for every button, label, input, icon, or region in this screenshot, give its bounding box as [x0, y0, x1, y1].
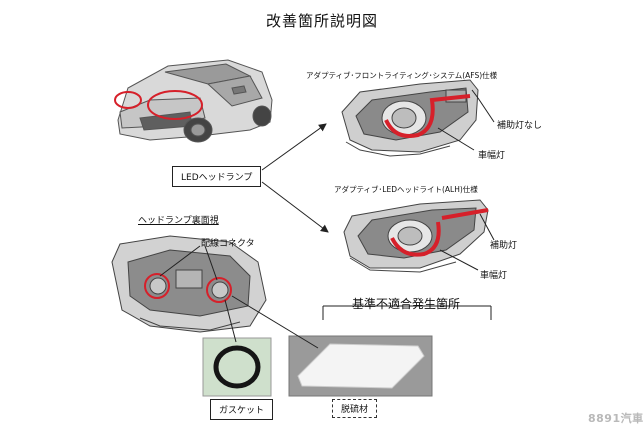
afs-spec-label: アダプティブ･フロントライティング･システム(AFS)仕様 [306, 71, 498, 80]
desiccant-material [297, 343, 425, 389]
leader-no-aux-light [471, 89, 479, 99]
rear-connector-highlight-right [206, 277, 232, 303]
defect-location-label: 基準不適合発生箇所 [352, 297, 461, 311]
width-light-label-afs: 車幅灯 [478, 151, 506, 161]
leader-desiccant [231, 295, 319, 349]
alh-headlamp-drawing [343, 199, 489, 273]
leader-wiring-connector-2 [204, 245, 218, 281]
rear-view-label: ヘッドランプ裏面視 [138, 216, 219, 226]
car-headlight-highlight-right [147, 90, 203, 120]
rear-connector-highlight-left [144, 273, 170, 299]
arrow-to-afs [261, 123, 327, 171]
alh-spec-label: アダプティブ･LEDヘッドライト(ALH)仕様 [334, 185, 478, 194]
desiccant-label: 脱硫材 [332, 399, 378, 418]
wiring-connector-label: 配線コネクタ [201, 239, 255, 249]
rear-headlamp-drawing [111, 235, 267, 333]
leader-no-aux-light-2 [477, 97, 495, 123]
alh-width-light-highlight [390, 221, 441, 257]
car-headlight-highlight-left [114, 91, 142, 109]
car-illustration [117, 59, 273, 143]
leader-gasket [224, 299, 237, 343]
gasket-label: ガスケット [210, 399, 274, 420]
led-headlamp-box: LEDヘッドランプ [172, 166, 262, 187]
afs-width-light-highlight [384, 94, 471, 138]
arrow-to-alh [261, 181, 329, 233]
aux-light-label: 補助灯 [490, 241, 518, 251]
leader-wiring-connector [159, 245, 201, 277]
gasket-ring [213, 345, 261, 389]
leader-width-light-1 [437, 127, 475, 151]
watermark-logo: 8891汽車 [588, 412, 644, 425]
alh-aux-light-highlight [441, 208, 489, 220]
leader-aux-light [479, 213, 495, 241]
no-aux-light-label: 補助灯なし [497, 121, 543, 131]
page-title: 改善箇所説明図 [265, 12, 378, 30]
leader-width-light-2 [439, 249, 479, 271]
afs-headlamp-drawing [341, 79, 479, 157]
width-light-label-alh: 車幅灯 [480, 271, 508, 281]
